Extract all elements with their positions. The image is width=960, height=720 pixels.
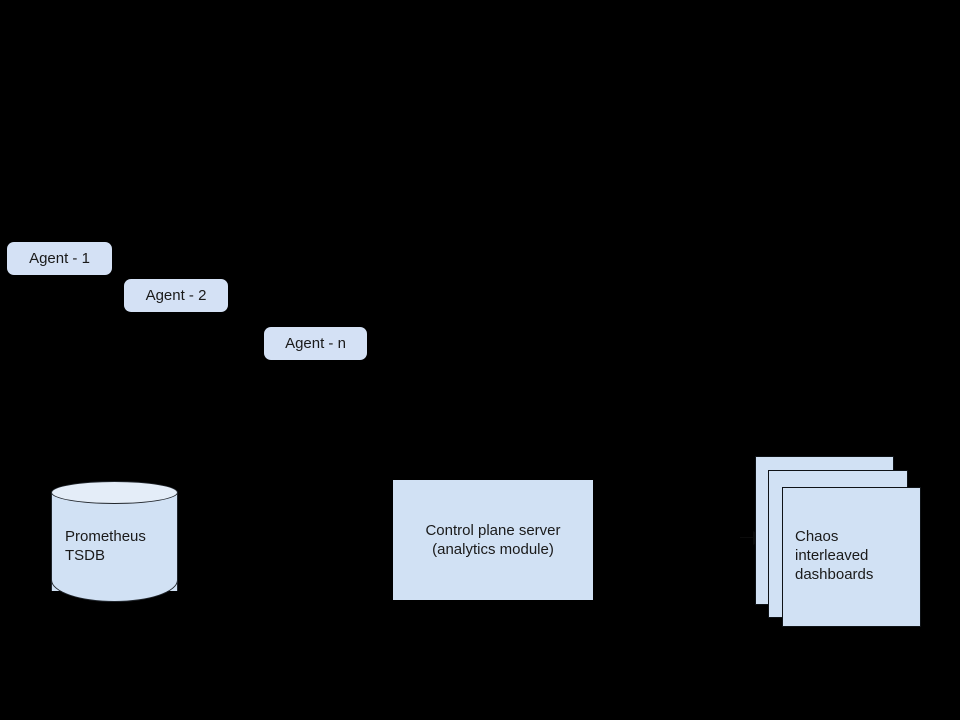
node-agent-1-label: Agent - 1 <box>29 250 90 267</box>
cylinder-top-shape <box>51 481 178 504</box>
node-agent-2-label: Agent - 2 <box>145 287 207 304</box>
node-control-plane-server-label: Control plane server (analytics module) <box>425 522 561 558</box>
cylinder-body-shape <box>51 492 178 591</box>
node-chaos-dashboards-label: Chaos interleaved dashboards <box>795 528 874 583</box>
node-control-plane-server[interactable]: Control plane server (analytics module) <box>393 480 593 600</box>
node-chaos-dashboards[interactable]: Chaos interleaved dashboards <box>755 456 921 627</box>
node-agent-2[interactable]: Agent - 2 <box>124 279 228 312</box>
arrow-to-dashboards-line <box>740 537 754 539</box>
node-agent-n-label: Agent - n <box>285 335 346 352</box>
node-agent-1[interactable]: Agent - 1 <box>7 242 112 275</box>
cylinder-bottom-shape <box>51 580 178 602</box>
node-agent-n[interactable]: Agent - n <box>264 327 367 360</box>
node-prometheus-tsdb-label: Prometheus TSDB <box>65 528 146 564</box>
node-prometheus-tsdb[interactable]: Prometheus TSDB <box>51 481 178 602</box>
dashboard-card-front[interactable] <box>782 487 921 627</box>
